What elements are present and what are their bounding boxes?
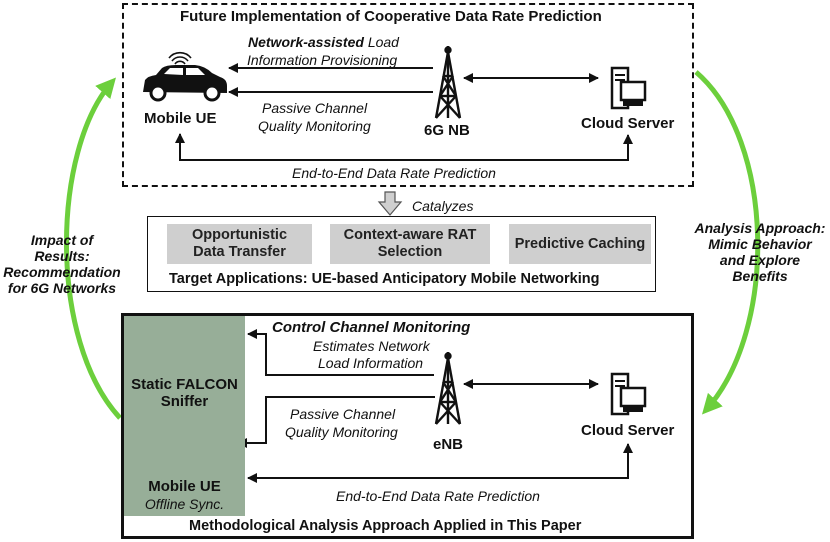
analysis-approach-label: Analysis Approach: Mimic Behavior and Ex… [694, 220, 826, 285]
app-context-aware-rat-selection: Context-aware RAT Selection [330, 224, 490, 264]
mobile-ue-label-bottom: Mobile UE [148, 478, 221, 495]
impact-results-label: Impact of Results: Recommendation for 6G… [3, 232, 121, 297]
network-assisted-bold: Network-assisted [248, 34, 364, 50]
quality-monitoring-label-bottom: Quality Monitoring [285, 424, 398, 440]
mobile-ue-label: Mobile UE [144, 110, 217, 127]
cloud-server-icon [610, 66, 647, 110]
passive-channel-label-bottom: Passive Channel [290, 406, 396, 422]
network-assisted-label: Network-assisted Load [248, 34, 399, 50]
e2e-prediction-label-bottom: End-to-End Data Rate Prediction [336, 488, 540, 504]
quality-monitoring-label: Quality Monitoring [258, 118, 371, 134]
methodological-analysis-box [121, 313, 694, 539]
top-box-title: Future Implementation of Cooperative Dat… [180, 8, 602, 25]
cell-tower-icon [434, 352, 462, 425]
enb-label: eNB [433, 436, 464, 453]
future-implementation-box [122, 3, 694, 187]
base-station-label: 6G NB [424, 122, 470, 139]
target-applications-caption: Target Applications: UE-based Anticipato… [169, 271, 600, 287]
cloud-server-label: Cloud Server [581, 115, 675, 132]
cycle-arrow-right [694, 70, 761, 415]
falcon-sniffer-label: Static FALCON Sniffer [131, 376, 238, 411]
cell-tower-icon [434, 46, 462, 119]
e2e-prediction-label: End-to-End Data Rate Prediction [292, 165, 496, 181]
offline-sync-label: Offline Sync. [144, 496, 225, 512]
app-opportunistic-data-transfer: Opportunistic Data Transfer [167, 224, 312, 264]
car-icon [143, 65, 227, 102]
target-applications-box [147, 216, 656, 292]
network-assisted-rest: Load [363, 34, 399, 50]
passive-channel-label: Passive Channel [262, 100, 368, 116]
control-channel-monitoring-label: Control Channel Monitoring [272, 319, 471, 336]
cloud-server-icon [610, 372, 647, 416]
load-information-label: Load Information [318, 355, 424, 371]
wifi-signal-icon [168, 51, 192, 65]
catalyzes-arrow [377, 191, 403, 216]
app-predictive-caching: Predictive Caching [509, 224, 651, 264]
sniffer-panel [124, 316, 245, 516]
methodology-caption: Methodological Analysis Approach Applied… [189, 518, 582, 534]
catalyzes-label: Catalyzes [412, 198, 474, 214]
cycle-arrow-left [64, 77, 122, 420]
cloud-server-label-bottom: Cloud Server [581, 422, 675, 439]
information-provisioning-label: Information Provisioning [247, 52, 398, 68]
estimates-network-label: Estimates Network [313, 338, 430, 354]
